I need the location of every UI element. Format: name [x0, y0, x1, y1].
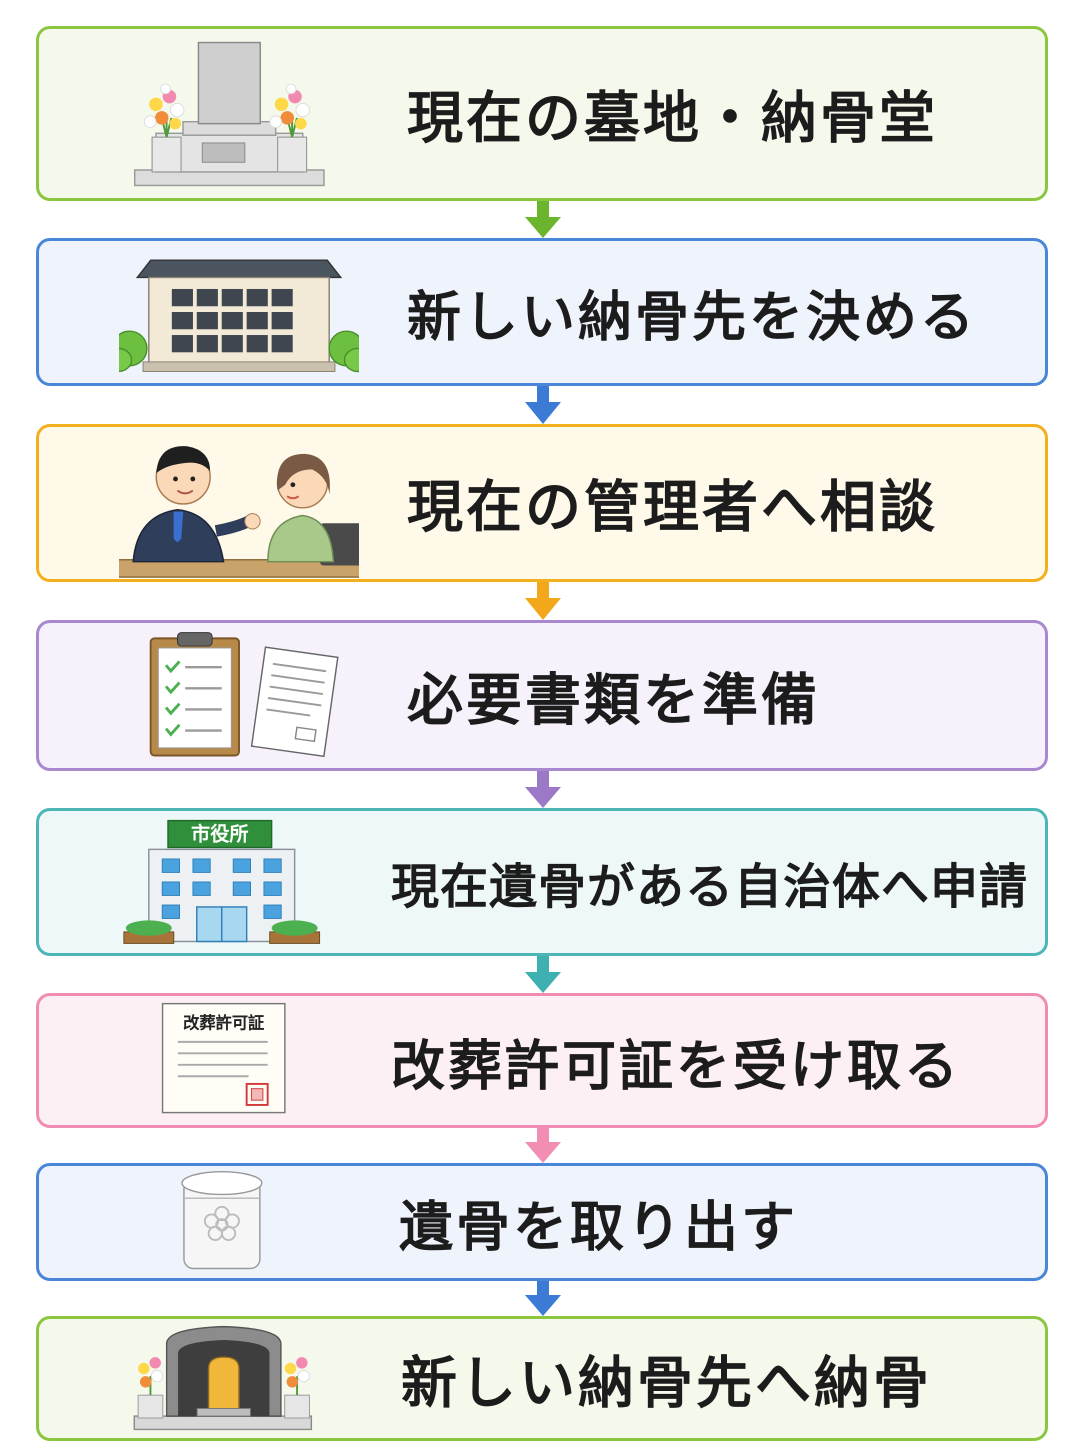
- step-inter-new-place: 新しい納骨先へ納骨: [36, 1316, 1048, 1441]
- step-apply-municipality: 市役所 現在遺骨がある自治体へ申請: [36, 808, 1048, 956]
- documents-checklist-icon: [119, 623, 359, 768]
- step-remove-remains: 遺骨を取り出す: [36, 1163, 1048, 1281]
- flow-arrow: [523, 386, 563, 424]
- step-prepare-documents: 必要書類を準備: [36, 620, 1048, 771]
- flow-arrow: [523, 956, 563, 993]
- city-hall-icon: 市役所: [119, 811, 359, 953]
- step-label: 現在遺骨がある自治体へ申請: [391, 859, 1029, 915]
- step-receive-permit: 改葬許可証 改葬許可証を受け取る: [36, 993, 1048, 1128]
- permit-title: 改葬許可証: [183, 1013, 264, 1032]
- step-label: 新しい納骨先を決める: [407, 285, 977, 349]
- mausoleum-icon: [119, 1319, 359, 1438]
- columbarium-building-icon: [119, 241, 359, 383]
- step-label: 現在の管理者へ相談: [407, 475, 938, 541]
- step-label: 遺骨を取り出す: [399, 1195, 798, 1259]
- reburial-permit-icon: 改葬許可証: [119, 996, 359, 1125]
- step-label: 新しい納骨先へ納骨: [401, 1351, 932, 1416]
- urn-icon: [119, 1166, 359, 1278]
- step-new-place: 新しい納骨先を決める: [36, 238, 1048, 386]
- step-current-grave: 現在の墓地・納骨堂: [36, 26, 1048, 201]
- flow-arrow: [523, 201, 563, 238]
- consultation-people-icon: [119, 427, 359, 579]
- flow-arrow: [523, 1281, 563, 1316]
- step-label: 必要書類を準備: [407, 668, 820, 733]
- step-consult-manager: 現在の管理者へ相談: [36, 424, 1048, 582]
- gravestone-icon: [119, 29, 359, 198]
- flow-arrow: [523, 582, 563, 620]
- city-hall-sign: 市役所: [191, 823, 249, 846]
- flow-arrow: [523, 1128, 563, 1163]
- flow-arrow: [523, 771, 563, 808]
- step-label: 現在の墓地・納骨堂: [407, 86, 938, 151]
- step-label: 改葬許可証を受け取る: [391, 1034, 961, 1097]
